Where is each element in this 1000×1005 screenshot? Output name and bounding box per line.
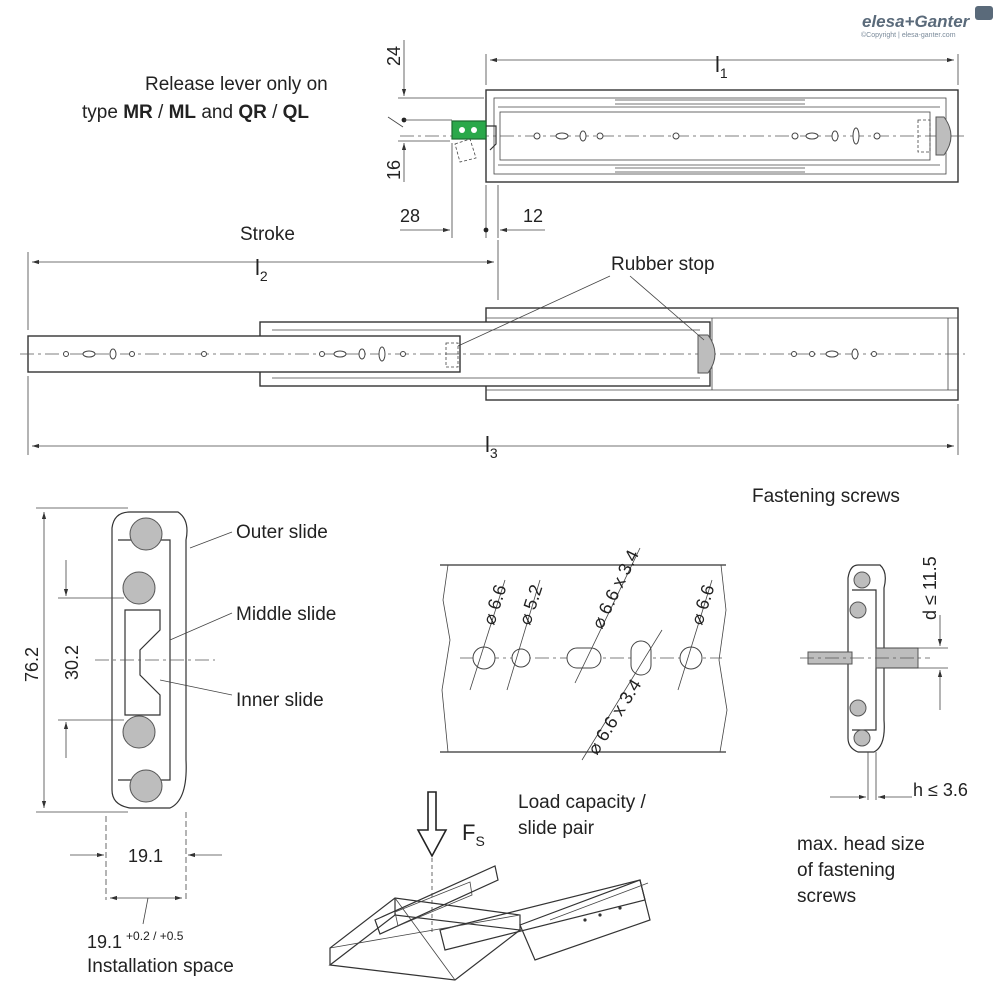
screw-d-label: d ≤ 11.5 <box>920 556 940 620</box>
force-label: FS <box>462 820 485 849</box>
load-label-1: Load capacity / <box>518 792 647 813</box>
hole-2 <box>511 648 531 668</box>
rubber-stop-ext <box>697 334 716 374</box>
dim-l3: l3 <box>485 432 498 461</box>
brand-logo: elesa+Ganter ©Copyright | elesa-ganter.c… <box>861 6 993 39</box>
ball-1 <box>129 517 163 551</box>
middle-slide-label: Middle slide <box>236 604 336 625</box>
load-label-2: slide pair <box>518 818 595 839</box>
logo-badge <box>975 6 993 20</box>
hole-label-4: ⌀ 6.6 x 3.4 <box>583 676 645 759</box>
force-arrow <box>416 791 448 858</box>
cross-section <box>36 507 233 925</box>
ball-cage-bottom <box>615 167 805 173</box>
hole-label-1: ⌀ 6.6 <box>479 582 511 627</box>
logo-copyright: ©Copyright | elesa-ganter.com <box>861 31 956 39</box>
screw-section <box>800 564 948 800</box>
outer-slide-label: Outer slide <box>236 522 328 543</box>
hole-label-3: ⌀ 6.6 x 3.4 <box>588 547 643 632</box>
rubber-stop-leader-2 <box>629 275 705 341</box>
ball-cage-top <box>615 99 805 105</box>
dim-12: 12 <box>523 206 543 226</box>
hole-label-2: ⌀ 5.2 <box>515 582 547 627</box>
slot-horizontal <box>566 647 602 669</box>
outer-slide-profile <box>111 511 188 809</box>
hole-1 <box>472 646 496 670</box>
install-dim: 19.1+0.2 / +0.5 <box>87 929 184 952</box>
screws-caption-3: screws <box>797 886 856 907</box>
logo-text: elesa+Ganter <box>862 12 971 31</box>
dim-l2: l2 <box>255 255 268 284</box>
ball-2 <box>122 571 156 605</box>
top-view-slide <box>387 40 965 238</box>
dim-l1: l1 <box>715 52 728 81</box>
rubber-stop-leader-1 <box>457 275 611 347</box>
release-lever-label-1: Release lever only on <box>145 74 328 95</box>
dim-28: 28 <box>400 206 420 226</box>
release-lever-label-2: type MR / ML and QR / QL <box>82 102 309 123</box>
rubber-stop-label: Rubber stop <box>611 254 715 275</box>
screws-caption-2: of fastening <box>797 860 895 881</box>
rubber-stop-top <box>935 116 952 156</box>
dim-30-2: 30.2 <box>62 645 82 680</box>
dim-24: 24 <box>384 46 404 66</box>
inner-slide-profile <box>124 609 161 716</box>
extended-view-slide <box>20 240 965 455</box>
screws-title: Fastening screws <box>752 486 900 507</box>
dim-19-1: 19.1 <box>128 846 163 866</box>
stroke-label: Stroke <box>240 224 295 245</box>
drawer-iso <box>328 858 651 981</box>
inner-slide-label: Inner slide <box>236 690 324 711</box>
release-lever <box>451 120 497 163</box>
screw-h-label: h ≤ 3.6 <box>913 780 968 800</box>
hole-5 <box>679 646 703 670</box>
screws-caption-1: max. head size <box>797 834 925 855</box>
install-label: Installation space <box>87 956 234 977</box>
hole-pattern <box>440 547 728 761</box>
hole-label-5: ⌀ 6.6 <box>687 582 719 627</box>
dim-16: 16 <box>384 160 404 180</box>
slot-vertical <box>630 640 652 676</box>
ball-4 <box>129 769 163 803</box>
ball-3 <box>122 715 156 749</box>
dim-76-2: 76.2 <box>22 647 42 682</box>
